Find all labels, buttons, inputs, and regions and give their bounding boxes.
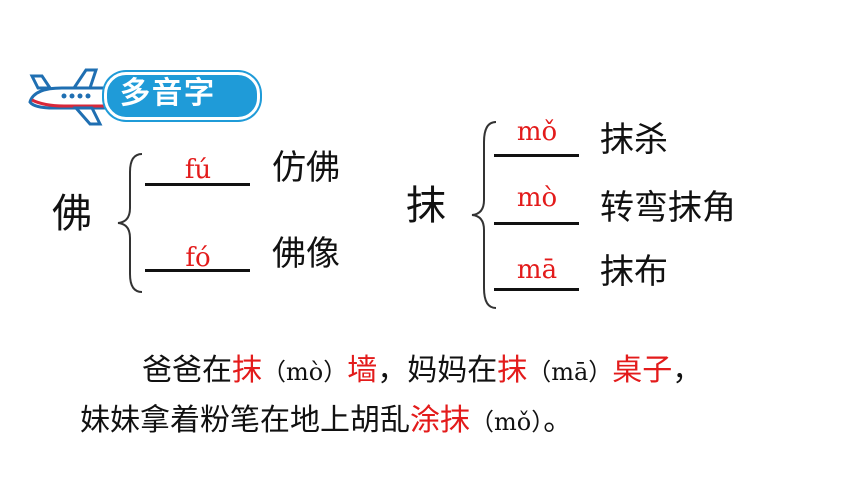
answer-blank <box>494 222 579 225</box>
left-brace <box>471 121 497 309</box>
sentence-segment: 爸爸在 <box>142 353 232 388</box>
sentence-pinyin: （mò） <box>262 358 348 386</box>
example-sentence-line-1: 爸爸在抹（mò）墙，妈妈在抹（mā）桌子， <box>142 353 702 390</box>
highlight-char: 桌子 <box>612 353 673 388</box>
pinyin-answer: fú <box>184 155 212 185</box>
left-brace <box>117 153 143 293</box>
answer-blank <box>494 288 579 291</box>
badge-pill <box>104 72 260 120</box>
highlight-char: 抹 <box>497 353 528 388</box>
pinyin-answer: mǒ <box>516 117 558 147</box>
sentence-pinyin: （mā） <box>527 358 613 386</box>
pinyin-answer: mā <box>516 255 558 285</box>
polyphone-char-mo: 抹 <box>406 183 446 229</box>
sentence-segment: 妹妹拿着粉笔在地上胡乱 <box>80 403 410 438</box>
example-word: 抹杀 <box>600 120 668 160</box>
polyphone-char-fo: 佛 <box>52 191 92 237</box>
example-word: 转弯抹角 <box>600 188 736 228</box>
badge-label: 多音字 <box>120 76 216 111</box>
sentence-segment: ，妈妈在 <box>377 353 498 388</box>
highlight-char: 涂抹 <box>410 403 470 438</box>
section-badge: 多音字 <box>24 66 260 126</box>
highlight-char: 抹 <box>232 353 262 388</box>
highlight-char: 墙 <box>347 353 378 388</box>
answer-blank <box>494 154 579 157</box>
sentence-segment: 。 <box>543 403 574 438</box>
example-word: 仿佛 <box>272 148 340 188</box>
example-sentence-line-2: 妹妹拿着粉笔在地上胡乱涂抹（mǒ）。 <box>80 403 573 440</box>
pinyin-answer: fó <box>185 243 211 273</box>
example-word: 佛像 <box>272 234 340 274</box>
example-word: 抹布 <box>600 252 668 292</box>
pinyin-answer: mò <box>516 183 558 213</box>
answer-blank <box>145 183 250 186</box>
answer-blank <box>145 269 250 272</box>
sentence-pinyin: （mǒ） <box>470 408 544 436</box>
sentence-segment: ， <box>672 353 703 388</box>
